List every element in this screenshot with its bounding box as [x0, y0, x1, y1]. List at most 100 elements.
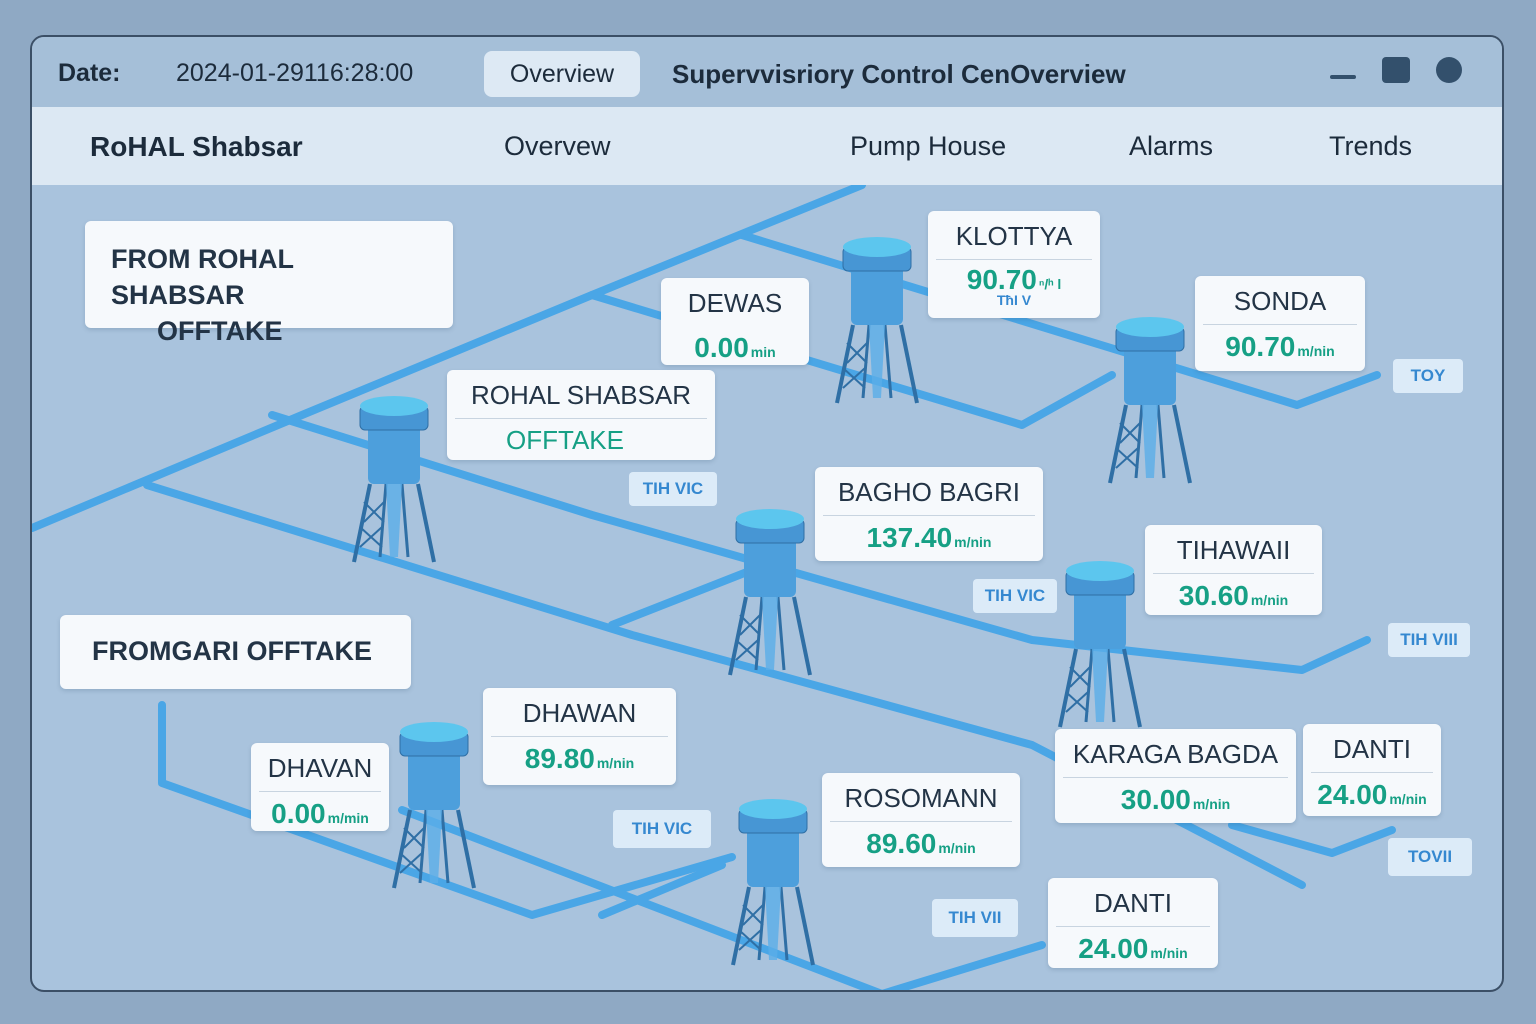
pipe-tag[interactable]: TOVII — [1388, 838, 1472, 876]
pipe — [881, 941, 1046, 990]
station-value: 0.00 — [271, 798, 326, 829]
pipe-tag[interactable]: TIH VII — [932, 899, 1018, 937]
station-name: BAGHO BAGRI — [837, 477, 1021, 507]
title-bar: Date: 2024-01-29116:28:00 Overview Super… — [32, 37, 1502, 107]
pipe-tag[interactable]: TIH VIC — [973, 579, 1057, 613]
station-name: SONDA — [1233, 286, 1327, 316]
station-name: DANTI — [1333, 734, 1411, 764]
station-name: DHAVAN — [267, 753, 373, 783]
pipe-tag[interactable]: TIH VIII — [1388, 623, 1470, 657]
pipe-network — [32, 185, 1396, 990]
station-value: 0.00 — [694, 332, 749, 363]
source-line: FROM ROHAL SHABSAR — [111, 244, 294, 310]
nav-item-pump-house[interactable]: Pump House — [850, 131, 1007, 161]
divider — [1063, 777, 1288, 778]
pipe — [32, 185, 866, 532]
station-value: 30.00 — [1120, 784, 1191, 815]
station-value: 89.60 — [866, 828, 937, 859]
pipe — [598, 861, 726, 919]
station-unit: m/nin — [1389, 791, 1427, 807]
station-name: DHAWAN — [522, 698, 637, 728]
station-value: 90.70 — [1225, 331, 1296, 362]
station-value: 90.70 — [966, 264, 1037, 295]
station-value: 30.60 — [1178, 580, 1249, 611]
divider — [936, 259, 1092, 260]
station-unit: m/nin — [954, 534, 992, 550]
close-icon[interactable] — [1436, 57, 1462, 83]
station-unit: m/nin — [1297, 343, 1335, 359]
station-sub: TħI V — [996, 292, 1032, 308]
station-name: KARAGA BAGDA — [1072, 739, 1279, 769]
divider — [830, 821, 1012, 822]
water-tower — [1108, 315, 1192, 485]
pipe-tag[interactable]: TIH VIC — [613, 810, 711, 848]
station-value: 24.00 — [1317, 779, 1388, 810]
station-unit: m/nin — [1192, 796, 1231, 812]
window-title: Supervvisriory Control CenOverview — [672, 59, 1126, 89]
maximize-icon[interactable] — [1382, 57, 1410, 83]
nav-bar: RoHAL Shabsar Overvew Pump House Alarms … — [32, 107, 1502, 185]
station-unit: m/nin — [938, 840, 976, 856]
pipe — [1228, 821, 1396, 857]
pipe-tag[interactable]: TOY — [1393, 359, 1463, 393]
water-tower — [835, 235, 919, 405]
station-name: KLOTTYA — [955, 221, 1073, 251]
scada-window: Date: 2024-01-29116:28:00 Overview Super… — [30, 35, 1504, 992]
station-unit: m/nin — [596, 755, 635, 771]
water-tower — [392, 720, 476, 890]
station-value: OFFTAKE — [506, 425, 624, 455]
source-rohal-shabsar[interactable]: FROM ROHAL SHABSAR OFFTAKE — [85, 221, 453, 346]
pipe — [268, 411, 1371, 674]
divider — [455, 418, 707, 419]
pipe-tag[interactable]: TIH VIC — [629, 472, 717, 506]
nav-brand: RoHAL Shabsar — [90, 131, 303, 162]
water-tower — [728, 507, 812, 677]
pipe — [738, 231, 1381, 409]
network-diagram: FROM ROHAL SHABSAR OFFTAKE FROMGARI OFFT… — [32, 185, 1502, 990]
station-name: TIHAWAII — [1176, 535, 1291, 565]
pipe — [608, 566, 756, 629]
water-tower — [1058, 559, 1142, 729]
divider — [1056, 926, 1210, 927]
water-tower — [352, 394, 436, 564]
minimize-icon[interactable] — [1330, 75, 1356, 79]
station-unit: m/min — [327, 810, 369, 826]
divider — [491, 736, 668, 737]
station-unit: m/nin — [1150, 945, 1188, 961]
pipe — [158, 701, 736, 919]
station-name: ROHAL SHABSAR — [470, 380, 692, 410]
divider — [1311, 772, 1433, 773]
water-tower — [731, 797, 815, 967]
date-label: Date: — [58, 59, 121, 87]
date-value: 2024-01-29116:28:00 — [176, 59, 414, 87]
pipe — [398, 806, 883, 990]
station-unit: ⁿ/ʰ l — [1038, 276, 1062, 292]
station-value: 24.00 — [1078, 933, 1149, 964]
station-value: 89.80 — [524, 743, 595, 774]
divider — [1153, 573, 1314, 574]
station-card[interactable]: ROHAL SHABSAR OFFTAKE — [447, 370, 715, 460]
nav-item-alarms[interactable]: Alarms — [1129, 131, 1214, 161]
station-unit: m/nin — [1250, 592, 1289, 608]
source-fromgari[interactable]: FROMGARI OFFTAKE — [60, 615, 411, 689]
station-name: ROSOMANN — [844, 783, 998, 813]
station-name: DEWAS — [687, 288, 783, 318]
overview-tab-button[interactable]: Overview — [484, 51, 640, 97]
nav-item-overview[interactable]: Overvew — [504, 131, 611, 161]
station-name: DANTI — [1094, 888, 1172, 918]
station-value: 137.40 — [866, 522, 953, 553]
nav-item-trends[interactable]: Trends — [1329, 131, 1413, 161]
divider — [259, 791, 381, 792]
divider — [1203, 324, 1357, 325]
